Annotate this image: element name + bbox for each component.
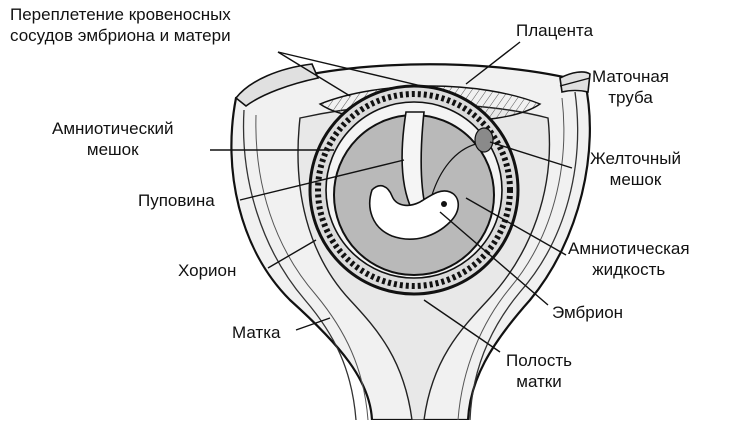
label-embryo: Эмбрион <box>552 302 623 323</box>
label-vessels-line1: Переплетение кровеносных <box>10 5 231 24</box>
label-amniotic-sac: Амниотический мешок <box>52 118 174 160</box>
label-amniotic-fluid: Амниотическая жидкость <box>568 238 690 280</box>
uterine-muscle-right <box>469 91 579 421</box>
embryo-eye <box>441 201 447 207</box>
embryo-body <box>368 184 460 240</box>
label-cord-text: Пуповина <box>138 191 215 210</box>
label-placenta: Плацента <box>516 20 593 41</box>
uterine-muscle-left <box>242 109 357 421</box>
label-vessels-line2: сосудов эмбриона и матери <box>10 26 231 45</box>
label-chorion: Хорион <box>178 260 236 281</box>
label-umbilical-cord: Пуповина <box>138 190 215 211</box>
label-yolk-line2: мешок <box>609 170 662 189</box>
label-chorion-text: Хорион <box>178 261 237 280</box>
uterine-muscle-left-2 <box>255 114 369 421</box>
label-amnion-line2: мешок <box>86 140 139 159</box>
label-placenta-text: Плацента <box>516 21 594 40</box>
chorion-villi <box>315 91 513 289</box>
label-yolk-line1: Желточный <box>590 149 681 168</box>
label-uterine-cavity: Полость матки <box>506 350 572 392</box>
label-fallopian-tube: Маточная труба <box>592 66 669 108</box>
label-amnion-line1: Амниотический <box>52 119 174 138</box>
label-vessels-interlacing: Переплетение кровеносных сосудов эмбрион… <box>10 4 231 46</box>
leader-lines <box>210 41 591 353</box>
label-yolk-sac: Желточный мешок <box>590 148 681 190</box>
label-uterus: Матка <box>232 322 281 343</box>
label-cavity-line2: матки <box>516 372 562 391</box>
label-embryo-text: Эмбрион <box>552 303 624 322</box>
yolk-stalk <box>431 143 477 196</box>
fallopian-tube-left <box>234 63 320 108</box>
label-fluid-line1: Амниотическая <box>568 239 690 258</box>
yolk-sac <box>474 127 494 153</box>
uterine-muscle-right-2 <box>457 97 565 421</box>
label-cavity-line1: Полость <box>506 351 573 370</box>
label-uterus-text: Матка <box>232 323 281 342</box>
label-tube-line2: труба <box>608 88 653 107</box>
label-fluid-line2: жидкость <box>592 260 666 279</box>
label-tube-line1: Маточная <box>592 67 670 86</box>
